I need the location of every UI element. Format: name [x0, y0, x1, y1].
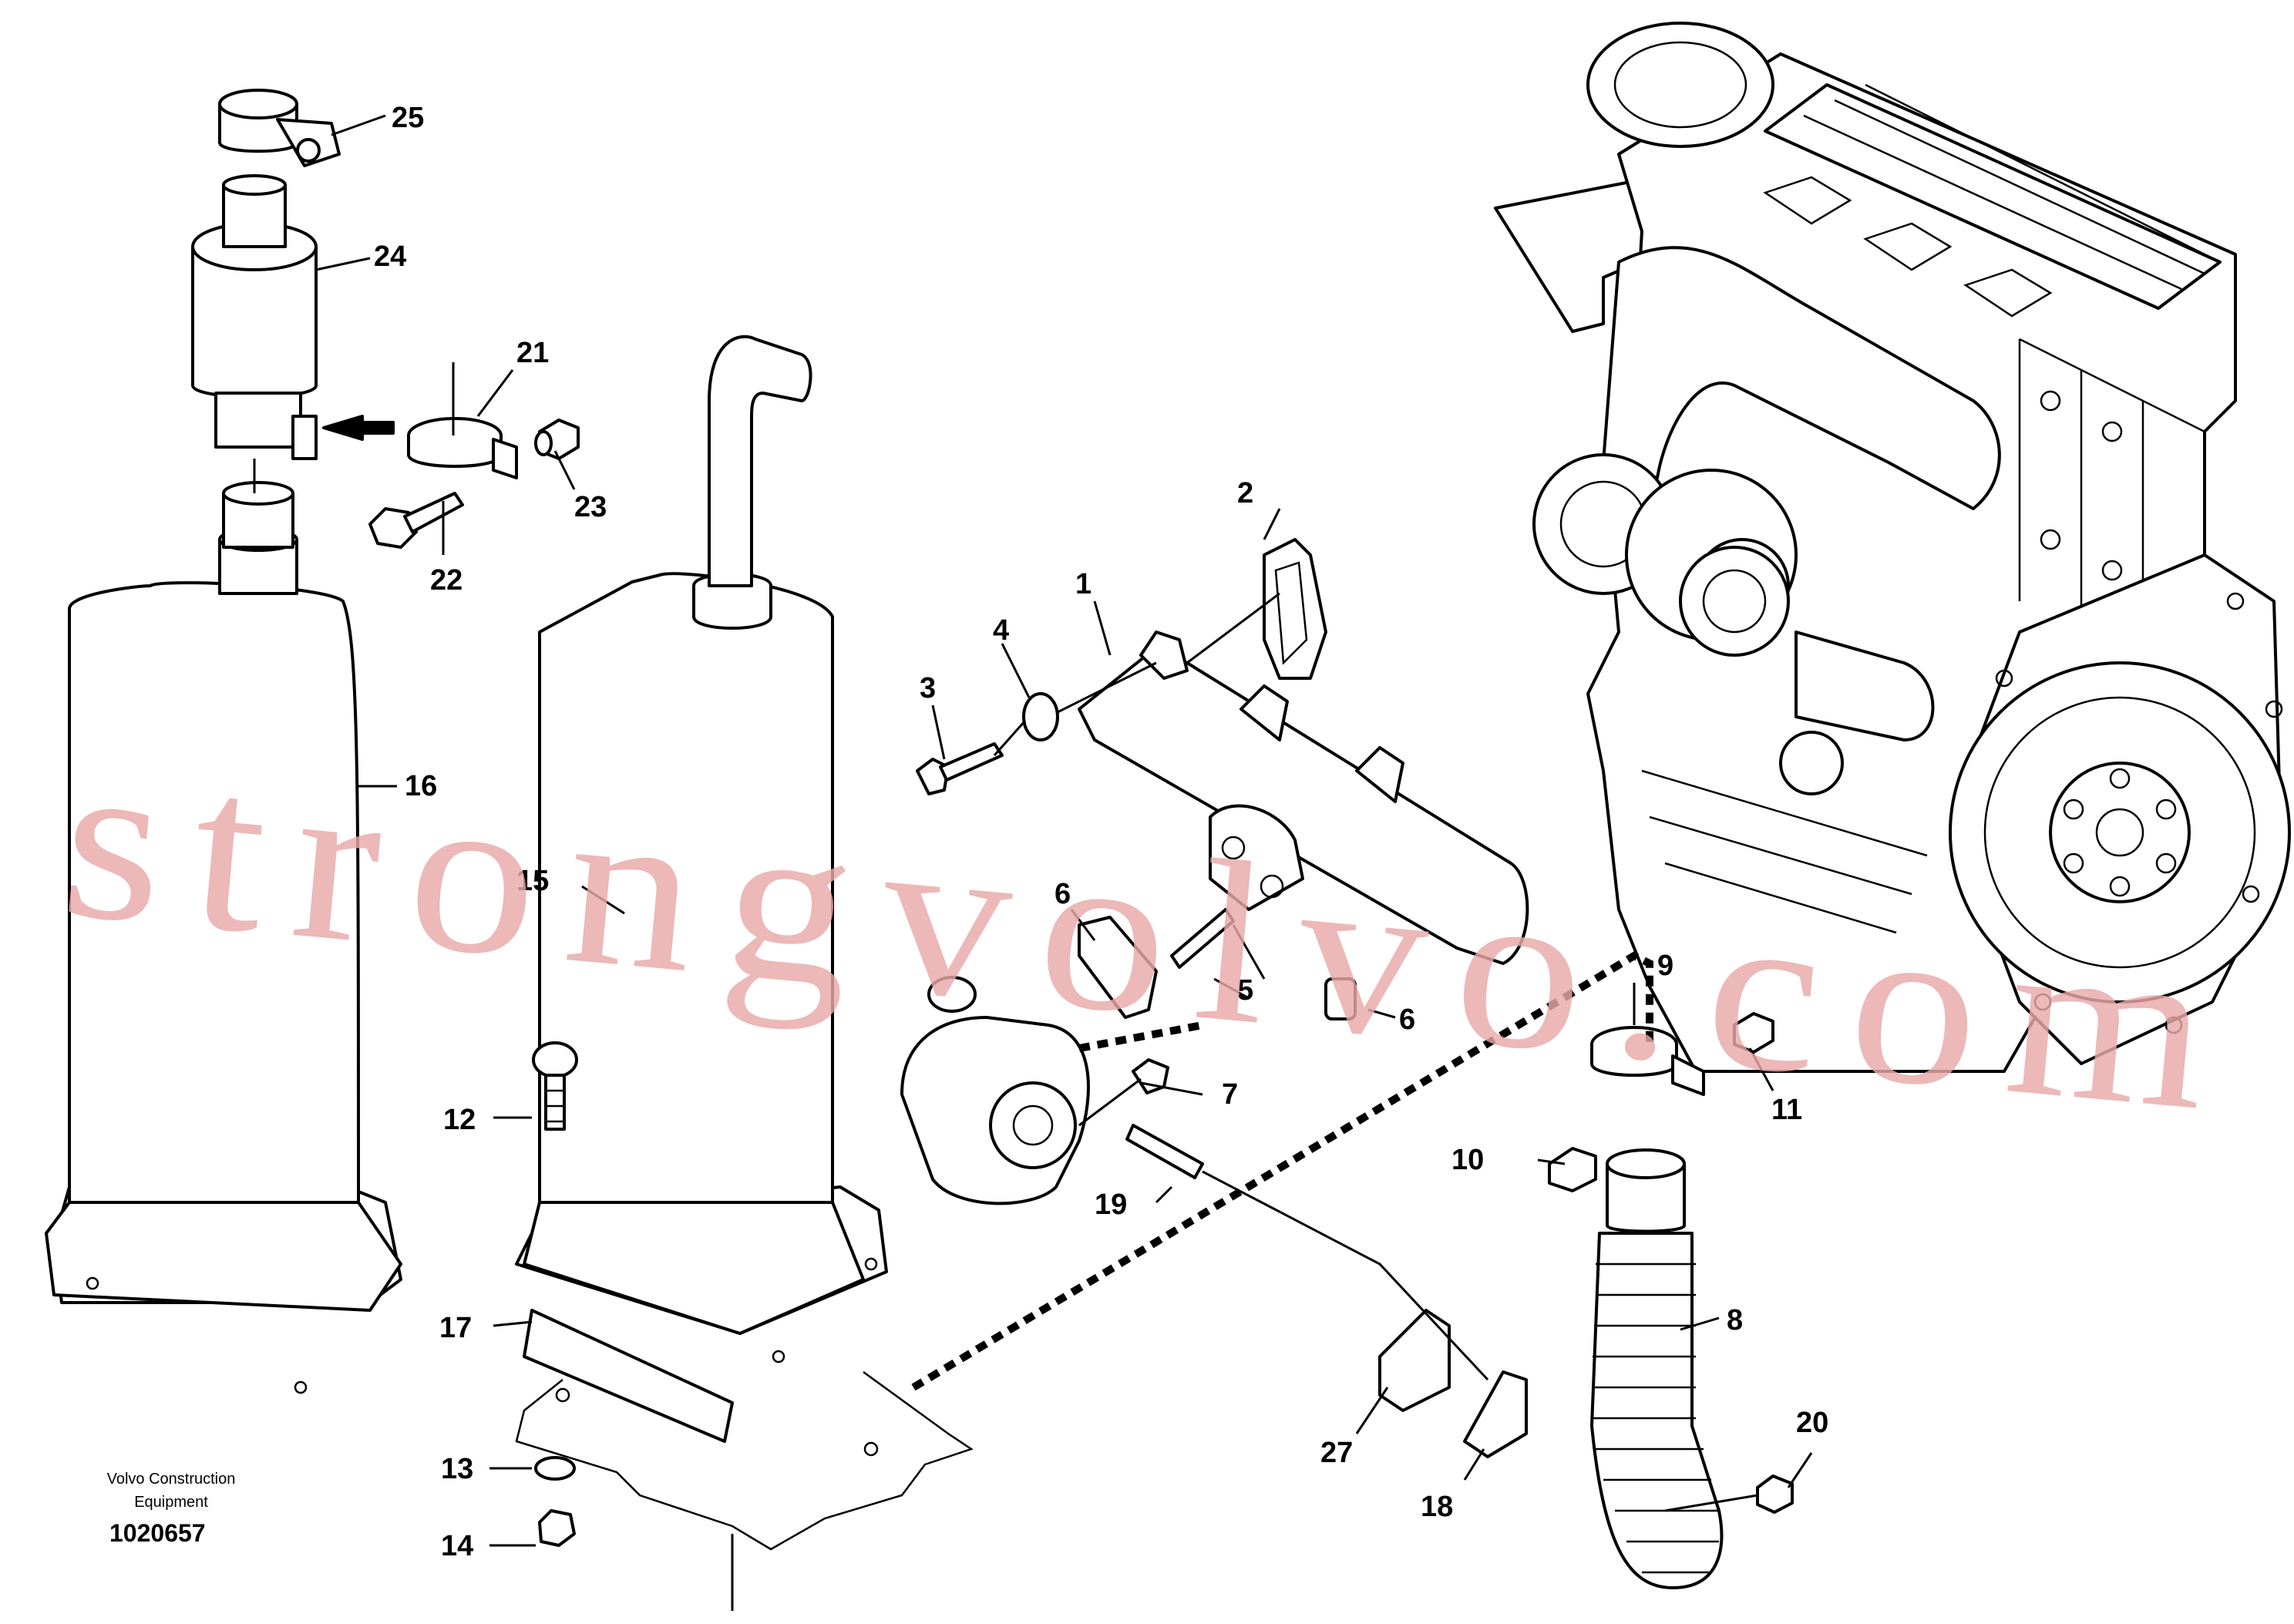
bolt-22 [368, 492, 464, 549]
precleaner-24 [191, 174, 318, 460]
nut-14 [538, 1509, 576, 1547]
callout-1: 1 [1075, 568, 1092, 600]
callout-4: 4 [993, 614, 1009, 647]
callout-16: 16 [405, 770, 437, 802]
document-number: 1020657 [109, 1519, 206, 1547]
callout-3: 3 [920, 672, 936, 704]
assembly-lines [253, 362, 1758, 1512]
callout-23: 23 [574, 491, 607, 523]
callout-22: 22 [430, 564, 462, 597]
exhaust-manifold-1 [1078, 630, 1529, 965]
gasket-6 [1078, 916, 1158, 1019]
callout-25: 25 [392, 102, 424, 134]
caption-line-1: Volvo Construction [107, 1471, 236, 1488]
flex-pipe-8 [1590, 1148, 1724, 1589]
stud-5 [1170, 908, 1235, 969]
gasket-18 [1463, 1370, 1528, 1458]
nut-7 [1132, 1058, 1169, 1094]
caption-line-2: Equipment [134, 1494, 208, 1511]
bolt-3 [916, 742, 1004, 795]
callout-18: 18 [1421, 1491, 1453, 1523]
bolt-10 [1548, 1147, 1597, 1192]
muffler-16 [45, 481, 402, 1394]
nut-20 [1756, 1474, 1794, 1514]
callout-numbers: 25 24 21 23 22 16 15 2 1 4 3 6 5 6 9 7 1… [374, 102, 1828, 1562]
callout-10: 10 [1451, 1144, 1484, 1176]
engine-illustration [1494, 22, 2291, 1073]
muffler-15 [515, 335, 888, 1363]
callout-12: 12 [443, 1104, 476, 1136]
callout-6b: 6 [1399, 1004, 1415, 1036]
callout-27: 27 [1320, 1437, 1353, 1469]
clamp-9 [1590, 1026, 1705, 1096]
gasket-27 [1378, 1309, 1451, 1412]
nut-23 [534, 419, 580, 460]
cap-25 [218, 89, 341, 167]
sleeve-6 [1324, 977, 1357, 1020]
callout-15: 15 [516, 865, 549, 897]
clamp-21 [407, 417, 518, 479]
washer-13 [534, 1456, 576, 1481]
sleeve-4 [1022, 692, 1059, 741]
gasket-2 [1263, 538, 1327, 680]
callout-8: 8 [1727, 1304, 1743, 1337]
seal-strip-17 [523, 1309, 734, 1443]
callout-7: 7 [1222, 1078, 1238, 1111]
nut-11 [1733, 1012, 1774, 1054]
callout-14: 14 [441, 1530, 473, 1562]
callout-13: 13 [441, 1453, 473, 1485]
stud-19 [1125, 1124, 1204, 1179]
callout-6a: 6 [1054, 878, 1071, 910]
callout-17: 17 [439, 1312, 472, 1344]
callout-9: 9 [1657, 950, 1673, 982]
base-plate [515, 1370, 974, 1611]
callout-leaders [315, 114, 1813, 1547]
callout-19: 19 [1095, 1189, 1127, 1221]
callout-11: 11 [1771, 1094, 1802, 1126]
callout-5: 5 [1237, 974, 1253, 1007]
callout-20: 20 [1796, 1407, 1828, 1439]
bolt-12 [532, 1041, 578, 1131]
turbocharger [900, 976, 1090, 1205]
callout-24: 24 [374, 240, 406, 273]
callout-21: 21 [516, 337, 549, 369]
callout-2: 2 [1237, 477, 1253, 509]
